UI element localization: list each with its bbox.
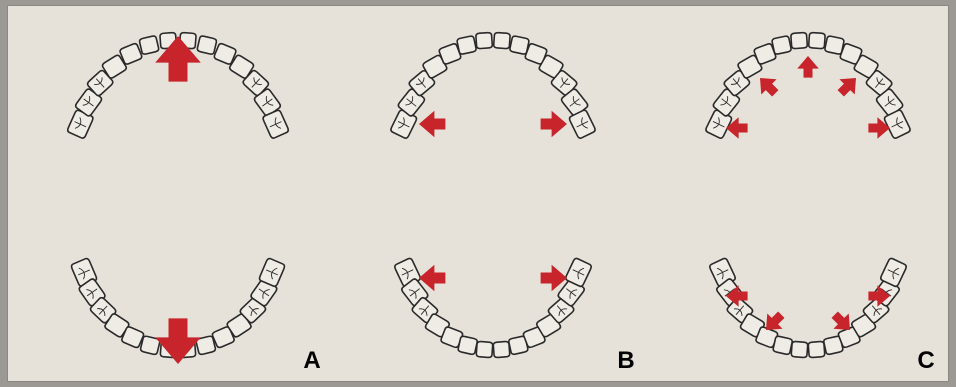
tooth-icon bbox=[494, 32, 511, 48]
tooth-icon bbox=[791, 32, 808, 48]
arrow-icon bbox=[752, 70, 783, 101]
panel-a: A bbox=[67, 32, 321, 374]
tooth-icon bbox=[773, 336, 793, 355]
movement-arrows bbox=[155, 36, 201, 364]
arrow-icon bbox=[419, 111, 445, 137]
panel-label: B bbox=[617, 347, 634, 374]
tooth-icon bbox=[457, 36, 477, 55]
tooth-icon bbox=[476, 341, 493, 357]
tooth-icon bbox=[808, 341, 825, 357]
tooth-icon bbox=[493, 341, 510, 357]
panel-c: C bbox=[705, 32, 935, 374]
movement-arrows bbox=[419, 111, 567, 291]
tooth-icon bbox=[139, 35, 159, 54]
tooth-icon bbox=[197, 35, 217, 54]
arrow-icon bbox=[541, 111, 567, 137]
tooth-icon bbox=[809, 32, 826, 48]
movement-arrows bbox=[726, 56, 890, 338]
lower-arch bbox=[709, 257, 907, 357]
lower-arch bbox=[394, 257, 592, 357]
tooth-icon bbox=[476, 32, 493, 48]
arrow-icon bbox=[797, 56, 819, 78]
panel-b: B bbox=[390, 32, 635, 374]
tooth-icon bbox=[458, 336, 478, 355]
arrow-icon bbox=[833, 70, 864, 101]
tooth-icon bbox=[791, 341, 808, 357]
panel-label: A bbox=[303, 347, 320, 374]
tooth-icon bbox=[772, 36, 792, 55]
panel-label: C bbox=[917, 347, 934, 374]
